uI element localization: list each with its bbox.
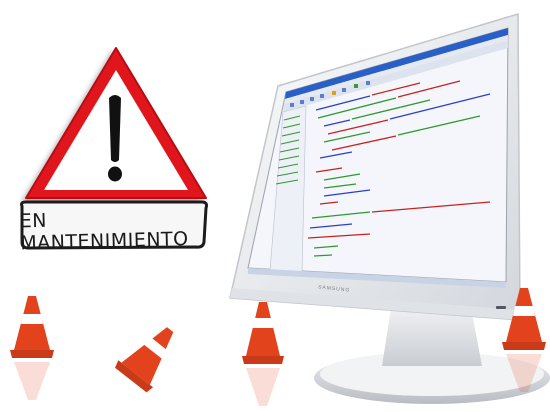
code-lines	[307, 80, 491, 257]
traffic-cone	[242, 302, 284, 406]
traffic-cone	[10, 296, 54, 400]
traffic-cone	[502, 288, 546, 392]
monitor	[229, 12, 550, 404]
fallen-traffic-cone	[115, 327, 174, 393]
label-plate	[20, 200, 208, 250]
warning-sign	[20, 47, 208, 250]
exclamation-icon	[108, 95, 122, 182]
toolbar	[283, 40, 508, 112]
maintenance-label: EN MANTENIMIENTO	[19, 209, 189, 255]
